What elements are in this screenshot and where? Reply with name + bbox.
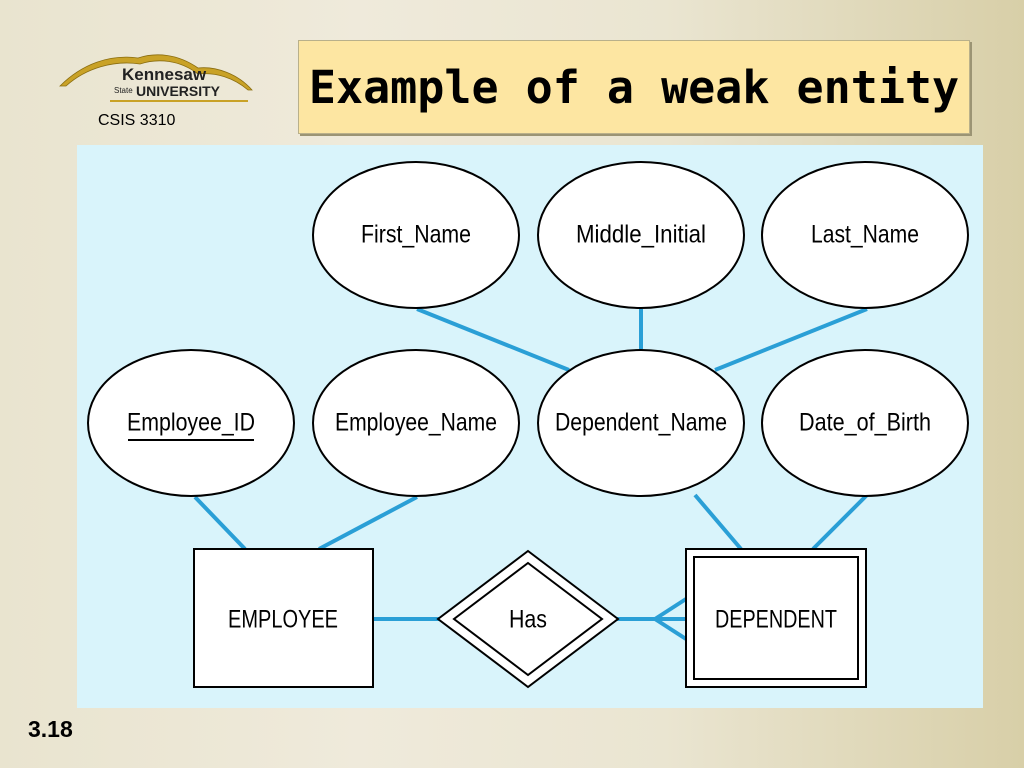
er-diagram: First_Name Middle_Initial Last_Name Empl… [77, 145, 983, 708]
relationship-has-inner [452, 561, 604, 677]
logo-text-kennesaw: Kennesaw [122, 65, 207, 84]
label-dependent-name: Dependent_Name [555, 409, 727, 437]
label-dependent-entity: DEPENDENT [715, 606, 837, 634]
university-logo: Kennesaw State UNIVERSITY [59, 54, 253, 102]
attribute-employee-id [87, 349, 295, 497]
attribute-first-name [312, 161, 520, 309]
label-date-of-birth: Date_of_Birth [799, 409, 931, 437]
entity-employee [193, 548, 374, 688]
logo-text-university: UNIVERSITY [136, 83, 221, 99]
crowfoot-upper [653, 597, 688, 621]
label-employee-id: Employee_ID [127, 409, 255, 437]
title-box: Example of a weak entity [298, 40, 970, 134]
crowfoot-lower [653, 617, 688, 641]
label-employee-entity: EMPLOYEE [228, 606, 338, 634]
line-date-of-birth [811, 493, 869, 551]
course-code: CSIS 3310 [98, 112, 176, 129]
label-has-relationship: Has [509, 606, 547, 634]
logo-text-state: State [114, 86, 133, 95]
line-last-name [714, 307, 868, 372]
line-first-name [416, 307, 570, 372]
logo-arch-icon [59, 54, 253, 91]
label-middle-initial: Middle_Initial [576, 221, 706, 249]
label-first-name: First_Name [361, 221, 471, 249]
label-last-name: Last_Name [811, 221, 919, 249]
attribute-middle-initial [537, 161, 745, 309]
line-dependent-name [693, 493, 743, 551]
slide-number: 3.18 [28, 716, 73, 742]
attribute-employee-name [312, 349, 520, 497]
attribute-dependent-name [537, 349, 745, 497]
line-employee-name [318, 495, 418, 551]
connector-lines [193, 307, 869, 641]
attribute-date-of-birth [761, 349, 969, 497]
entity-dependent-inner [693, 556, 859, 680]
label-employee-name: Employee_Name [335, 409, 497, 437]
attribute-last-name [761, 161, 969, 309]
line-employee-id [193, 495, 247, 551]
slide-title: Example of a weak entity [308, 60, 960, 114]
